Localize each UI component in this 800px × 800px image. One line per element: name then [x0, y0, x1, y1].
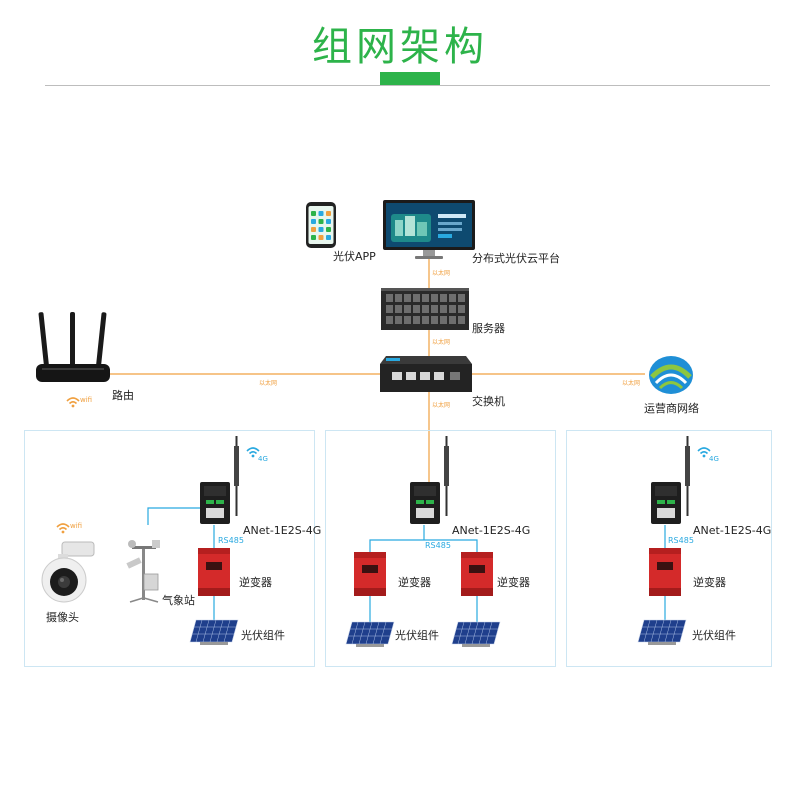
pv-label: 光伏组件 — [395, 629, 439, 642]
antenna-icon — [685, 436, 690, 516]
antenna-icon — [234, 436, 239, 516]
site-panel-1 — [24, 430, 315, 667]
solar-panel-icon — [345, 621, 395, 647]
signal-icon — [697, 447, 711, 458]
gateway-icon — [651, 482, 681, 524]
app-label: 光伏APP — [333, 250, 376, 263]
rs485-label: RS485 — [668, 536, 694, 545]
eth-label-router: 以太网 — [259, 380, 278, 387]
camera-label: 摄像头 — [46, 611, 79, 624]
solar-panel-icon — [189, 619, 239, 645]
server-label: 服务器 — [472, 322, 505, 335]
inverter-icon — [198, 548, 230, 596]
rs485-label: RS485 — [425, 541, 451, 550]
pv-label: 光伏组件 — [241, 629, 285, 642]
router-wifi-label: wifi — [80, 396, 93, 404]
antenna-icon — [444, 436, 449, 516]
camera-wifi-icon — [56, 523, 70, 534]
switch-label: 交换机 — [472, 395, 505, 408]
inverter-icon — [649, 548, 681, 596]
inverter-label: 逆变器 — [398, 576, 431, 589]
solar-panel-icon — [451, 621, 501, 647]
isp-label: 运营商网络 — [644, 402, 699, 415]
divider — [45, 85, 770, 86]
camera-icon — [41, 541, 95, 603]
eth-label-isp: 以太网 — [622, 380, 641, 387]
page-title: 组网架构 — [312, 24, 488, 70]
rs485-label: RS485 — [218, 536, 244, 545]
inverter-label: 逆变器 — [497, 576, 530, 589]
weather-station-label: 气象站 — [162, 594, 195, 607]
wifi-icon — [66, 397, 80, 408]
solar-panel-icon — [637, 619, 687, 645]
router-label: 路由 — [112, 389, 134, 402]
eth-label-platform: 以太网 — [432, 270, 451, 277]
eth-label-switch: 以太网 — [432, 402, 451, 409]
pv-label: 光伏组件 — [692, 629, 736, 642]
signal-icon — [246, 447, 260, 458]
phone-icon — [306, 202, 336, 248]
inverter-icon — [461, 552, 493, 596]
gateway-label: ANet-1E2S-4G — [452, 524, 531, 537]
switch-icon — [380, 356, 472, 392]
gateway-icon — [200, 482, 230, 524]
site-panel-3 — [566, 430, 772, 667]
inverter-label: 逆变器 — [693, 576, 726, 589]
inverter-label: 逆变器 — [239, 576, 272, 589]
isp-logo-icon — [649, 356, 693, 394]
camera-wifi-label: wifi — [70, 522, 83, 530]
title-underline — [380, 72, 440, 86]
weather-station-icon — [126, 540, 160, 603]
rs485-line-bus2 — [369, 539, 478, 552]
gateway-label: ANet-1E2S-4G — [243, 524, 322, 537]
router-icon — [36, 312, 110, 382]
gateway-icon — [410, 482, 440, 524]
eth-label-server: 以太网 — [432, 339, 451, 346]
gateway-label: ANet-1E2S-4G — [693, 524, 772, 537]
rs485-line-camera — [147, 507, 200, 525]
site-panel-2 — [325, 430, 556, 667]
server-icon — [381, 288, 469, 330]
signal-4g-label: 4G — [709, 455, 719, 463]
signal-4g-label: 4G — [258, 455, 268, 463]
inverter-icon — [354, 552, 386, 596]
monitor-icon — [383, 200, 475, 259]
platform-label: 分布式光伏云平台 — [472, 252, 560, 265]
